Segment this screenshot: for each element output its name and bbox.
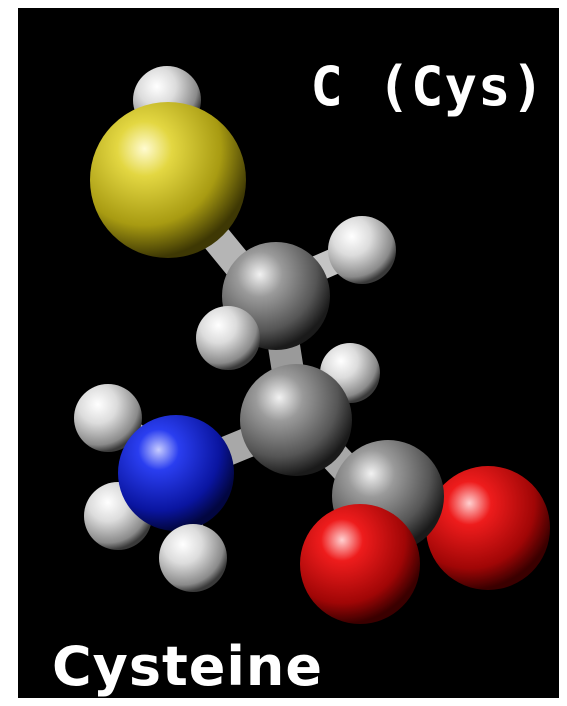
oxygen-1-sphere	[300, 504, 420, 624]
nitrogen-sphere	[118, 415, 234, 531]
sulfur-sphere	[90, 102, 246, 258]
amino-acid-name-label: Cysteine	[52, 635, 323, 698]
beta-hydrogen-2-sphere	[196, 306, 260, 370]
amine-hydrogen-3-sphere	[159, 524, 227, 592]
oxygen-2-sphere	[426, 466, 550, 590]
alpha-carbon-sphere	[240, 364, 352, 476]
amine-hydrogen-1-sphere	[74, 384, 142, 452]
beta-hydrogen-1-sphere	[328, 216, 396, 284]
atoms	[74, 66, 550, 624]
molecule-panel: C (Cys) Cysteine	[18, 8, 559, 698]
amino-acid-code-label: C (Cys)	[310, 55, 545, 118]
cysteine-molecule-model	[74, 66, 550, 624]
